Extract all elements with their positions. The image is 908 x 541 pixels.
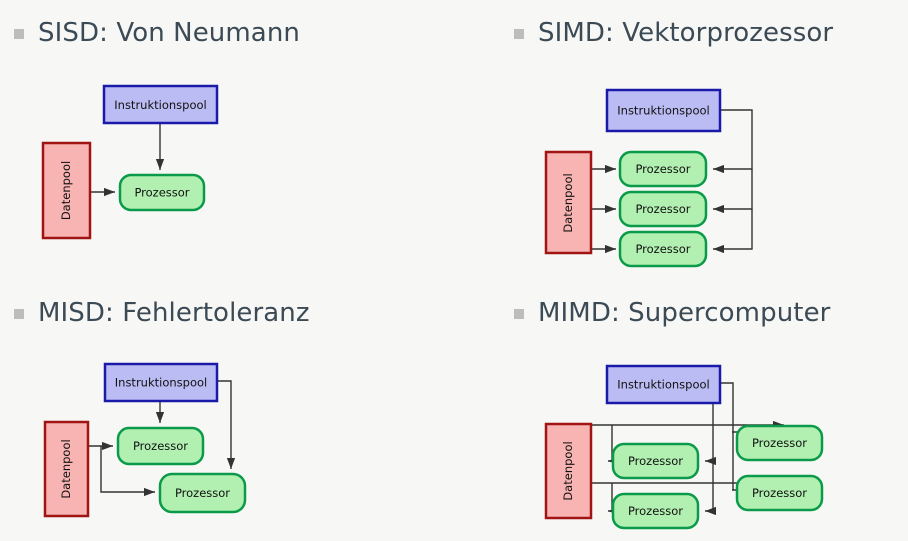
instruction-pool-box-mimd: Instruktionspool [605, 364, 722, 405]
data-pool-label: Datenpool [59, 161, 73, 220]
processor-label: Prozessor [175, 486, 230, 500]
processor-label: Prozessor [133, 439, 188, 453]
instruction-pool-label: Instruktionspool [617, 378, 709, 392]
heading-misd: MISD: Fehlertoleranz [14, 300, 310, 326]
edge-data-to-inner-processor-1 [608, 425, 620, 466]
processor-box-misd-1: Prozessor [116, 426, 205, 466]
processor-box-simd-2: Prozessor [618, 190, 708, 228]
heading-simd-text: SIMD: Vektorprozessor [538, 18, 834, 48]
data-pool-box-mimd: Datenpool [544, 422, 593, 520]
processor-box-simd-1: Prozessor [618, 150, 708, 188]
processor-box-misd-2: Prozessor [158, 472, 247, 514]
bullet-square-icon [514, 29, 524, 39]
heading-mimd: MIMD: Supercomputer [514, 300, 830, 326]
data-pool-box-sisd: Datenpool [41, 141, 92, 240]
edge-instruction-to-processor-1 [713, 109, 753, 174]
instruction-pool-box-simd: Instruktionspool [605, 88, 722, 133]
instruction-pool-box-misd: Instruktionspool [103, 362, 219, 403]
data-pool-label: Datenpool [561, 173, 575, 232]
processor-label: Prozessor [134, 186, 189, 200]
heading-mimd-text: MIMD: Supercomputer [538, 298, 831, 328]
data-pool-box-misd: Datenpool [43, 420, 90, 518]
processor-label: Prozessor [752, 486, 807, 500]
processor-box-mimd-inner-2: Prozessor [611, 492, 700, 530]
quadrant-simd: SIMD: Vektorprozessor [454, 0, 908, 285]
bullet-square-icon [14, 29, 24, 39]
processor-label: Prozessor [635, 242, 690, 256]
processor-label: Prozessor [635, 202, 690, 216]
processor-box-sisd-1: Prozessor [118, 173, 206, 212]
diagram-mimd: Instruktionspool Datenpool Prozessor Pro… [454, 285, 908, 541]
heading-sisd-text: SISD: Von Neumann [38, 18, 300, 48]
edge-instruction-to-processor-2 [217, 380, 236, 469]
diagram-sisd: Instruktionspool Datenpool Prozessor [0, 0, 454, 280]
quadrant-mimd: MIMD: Supercomputer [454, 285, 908, 541]
processor-box-simd-3: Prozessor [618, 230, 708, 268]
instruction-pool-box-sisd: Instruktionspool [102, 84, 219, 125]
edge-data-to-inner-processor-2 [608, 483, 620, 516]
quadrant-misd: MISD: Fehlertoleranz [0, 285, 454, 541]
data-pool-label: Datenpool [561, 441, 575, 500]
processor-label: Prozessor [628, 454, 683, 468]
processor-box-mimd-right-2: Prozessor [735, 474, 824, 512]
processor-label: Prozessor [752, 436, 807, 450]
edge-instruction-bus-right-lower [732, 432, 734, 491]
edge-instruction-bus-right [720, 382, 734, 432]
diagram-simd: Instruktionspool Datenpool Prozessor Pro… [454, 0, 908, 285]
instruction-pool-label: Instruktionspool [617, 104, 709, 118]
processor-label: Prozessor [635, 162, 690, 176]
processor-label: Prozessor [628, 504, 683, 518]
heading-misd-text: MISD: Fehlertoleranz [38, 298, 310, 328]
heading-simd: SIMD: Vektorprozessor [514, 20, 833, 46]
heading-sisd: SISD: Von Neumann [14, 20, 300, 46]
data-pool-box-simd: Datenpool [544, 150, 593, 255]
edge-instruction-to-processor-2 [713, 169, 753, 214]
edge-instruction-to-processor-3 [713, 209, 753, 254]
quadrant-sisd: SISD: Von Neumann Instruktionspool [0, 0, 454, 280]
bullet-square-icon [514, 309, 524, 319]
instruction-pool-label: Instruktionspool [115, 376, 207, 390]
diagram-misd: Instruktionspool Datenpool Prozessor Pro… [0, 285, 454, 541]
edge-instruction-to-inner-processor-1 [705, 403, 717, 466]
processor-box-mimd-inner-1: Prozessor [611, 442, 700, 480]
data-pool-label: Datenpool [59, 439, 73, 498]
bullet-square-icon [14, 309, 24, 319]
edge-instruction-to-inner-processor-2 [705, 461, 717, 516]
edge-data-to-processor-2 [100, 446, 155, 497]
instruction-pool-label: Instruktionspool [114, 98, 206, 112]
processor-box-mimd-right-1: Prozessor [735, 424, 824, 462]
